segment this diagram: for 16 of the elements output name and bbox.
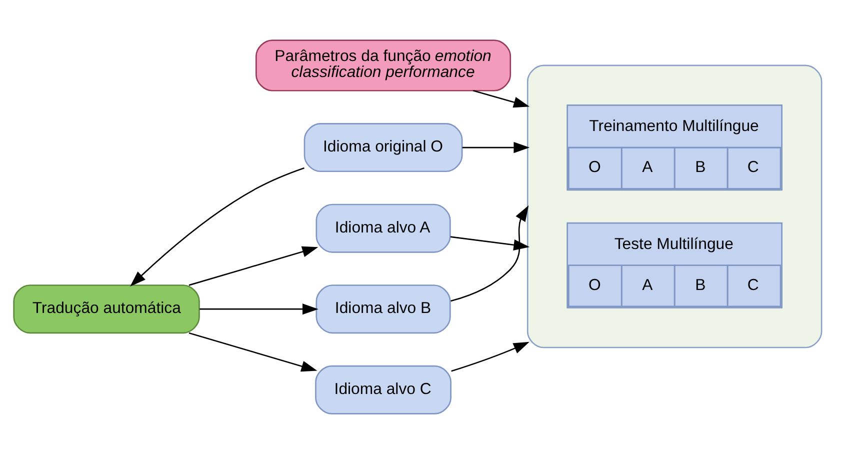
node-box: Idioma alvo C xyxy=(315,365,452,414)
arrow xyxy=(450,205,529,302)
node-box: Tradução automática xyxy=(13,284,200,334)
cluster xyxy=(526,64,822,348)
arrow xyxy=(200,304,318,315)
arrow xyxy=(188,246,318,286)
arrow xyxy=(451,342,530,372)
arrow xyxy=(188,332,318,372)
arrow xyxy=(462,142,530,154)
node-box: Idioma alvo B xyxy=(316,284,451,334)
arrow xyxy=(450,236,530,250)
node-box: Idioma original O xyxy=(304,123,463,172)
arrow xyxy=(130,167,304,287)
arrow xyxy=(472,90,530,108)
node-box: Parâmetros da função emotion classification performance xyxy=(256,40,512,92)
node-box: Idioma alvo A xyxy=(316,204,451,253)
